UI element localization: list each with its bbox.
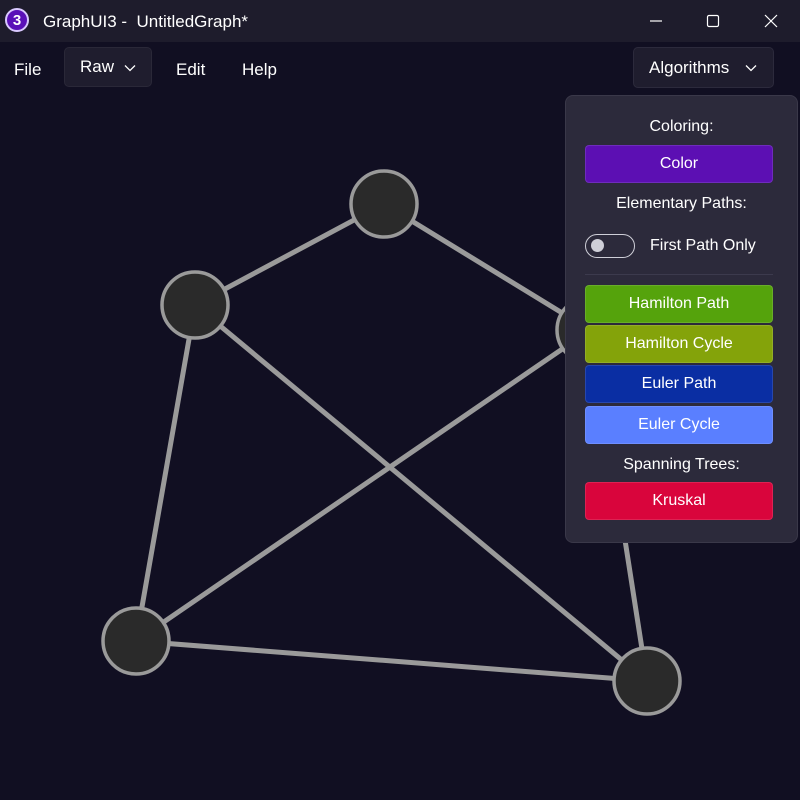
chevron-down-icon (124, 65, 136, 72)
first-path-only-label: First Path Only (650, 237, 756, 254)
graph-edge[interactable] (133, 302, 198, 644)
graph-node[interactable] (160, 270, 230, 340)
window-title: GraphUI3 - UntitledGraph* (43, 12, 249, 31)
coloring-header: Coloring: (649, 118, 714, 135)
graph-edge[interactable] (192, 302, 650, 684)
graph-edge[interactable] (133, 638, 650, 684)
title-bar[interactable]: 3 GraphUI3 - UntitledGraph* (0, 0, 800, 42)
menu-edit[interactable]: Edit (176, 52, 205, 88)
maximize-button[interactable] (684, 0, 742, 42)
first-path-only-toggle[interactable] (585, 234, 635, 258)
euler-cycle-button[interactable]: Euler Cycle (585, 406, 773, 444)
kruskal-button[interactable]: Kruskal (585, 482, 773, 520)
menu-help[interactable]: Help (242, 52, 277, 88)
maximize-icon (706, 14, 720, 28)
menu-help-label: Help (242, 60, 277, 79)
graph-edge[interactable] (381, 201, 593, 333)
close-button[interactable] (742, 0, 800, 42)
graph-edge[interactable] (192, 201, 387, 308)
graph-node[interactable] (101, 606, 171, 676)
algorithms-dropdown-button[interactable]: Algorithms (633, 47, 774, 88)
graph-edge[interactable] (133, 327, 593, 644)
app-logo-icon: 3 (5, 8, 29, 32)
graph-node[interactable] (612, 646, 682, 716)
menu-raw-label: Raw (80, 57, 115, 76)
menu-file-label: File (14, 60, 42, 79)
minimize-button[interactable] (627, 0, 685, 42)
spanning-trees-header: Spanning Trees: (623, 456, 740, 473)
algorithms-label: Algorithms (649, 57, 730, 77)
menu-bar: File Raw Edit Help Algorithms (0, 42, 800, 94)
elementary-paths-header: Elementary Paths: (616, 195, 747, 212)
color-button[interactable]: Color (585, 145, 773, 183)
minimize-icon (650, 20, 662, 22)
menu-raw-dropdown[interactable]: Raw (64, 47, 152, 87)
euler-path-button[interactable]: Euler Path (585, 365, 773, 403)
hamilton-cycle-button[interactable]: Hamilton Cycle (585, 325, 773, 363)
graph-node[interactable] (349, 169, 419, 239)
algorithms-flyout: Coloring: Color Elementary Paths: First … (565, 95, 798, 543)
flyout-divider (585, 274, 773, 275)
close-icon (764, 14, 778, 28)
chevron-down-icon (745, 65, 757, 72)
toggle-knob (591, 239, 604, 252)
hamilton-path-button[interactable]: Hamilton Path (585, 285, 773, 323)
menu-file[interactable]: File (14, 52, 41, 88)
menu-edit-label: Edit (176, 60, 206, 79)
